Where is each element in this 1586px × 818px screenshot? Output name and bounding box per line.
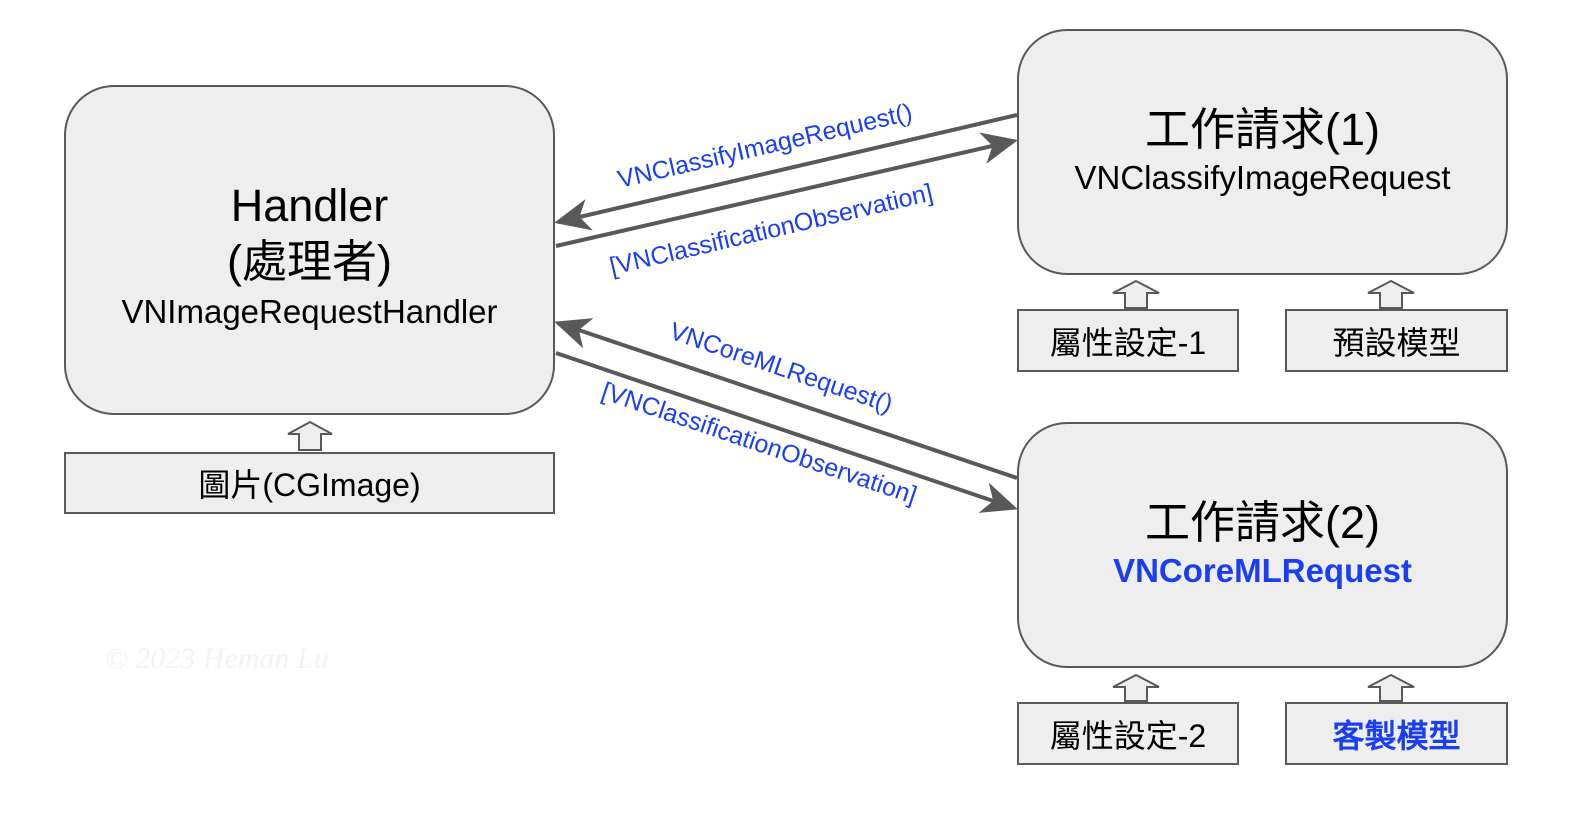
request2-model-label: 客製模型 bbox=[1332, 717, 1461, 754]
handler-box: Handler (處理者) VNImageRequestHandler bbox=[64, 85, 555, 415]
request1-call-arrow bbox=[554, 113, 1018, 231]
handler-subtitle: (處理者) bbox=[227, 236, 392, 287]
request1-property-box: 屬性設定-1 bbox=[1017, 309, 1239, 372]
request1-model-box: 預設模型 bbox=[1285, 309, 1508, 372]
request1-property-arrow-icon bbox=[1112, 279, 1160, 309]
request1-title: 工作請求(1) bbox=[1145, 104, 1380, 155]
request2-box: 工作請求(2) VNCoreMLRequest bbox=[1017, 422, 1508, 668]
request1-model-label: 預設模型 bbox=[1332, 324, 1461, 361]
request2-class-name: VNCoreMLRequest bbox=[1113, 552, 1412, 589]
handler-input-arrow-icon bbox=[287, 420, 333, 451]
request2-model-box: 客製模型 bbox=[1285, 702, 1508, 765]
request1-box: 工作請求(1) VNClassifyImageRequest bbox=[1017, 29, 1508, 275]
request1-call-label: VNClassifyImageRequest() bbox=[615, 98, 915, 194]
request2-call-arrow bbox=[554, 318, 1018, 480]
request1-model-arrow-icon bbox=[1367, 279, 1415, 309]
request2-title: 工作請求(2) bbox=[1145, 497, 1380, 548]
request1-class-name: VNClassifyImageRequest bbox=[1074, 159, 1451, 196]
request1-result-arrow bbox=[555, 132, 1018, 248]
request2-result-arrow bbox=[555, 351, 1018, 513]
request2-property-box: 屬性設定-2 bbox=[1017, 702, 1239, 765]
request2-property-label: 屬性設定-2 bbox=[1049, 717, 1207, 754]
image-input-box: 圖片(CGImage) bbox=[64, 452, 555, 514]
request2-property-arrow-icon bbox=[1112, 673, 1160, 702]
copyright-watermark: © 2023 Heman Lu bbox=[105, 642, 329, 675]
request1-result-label: [VNClassificationObservation] bbox=[607, 179, 935, 281]
handler-title: Handler bbox=[230, 180, 389, 231]
request1-property-label: 屬性設定-1 bbox=[1049, 324, 1207, 361]
request2-model-arrow-icon bbox=[1367, 673, 1415, 702]
image-input-label: 圖片(CGImage) bbox=[198, 467, 421, 503]
handler-class-name: VNImageRequestHandler bbox=[121, 293, 498, 330]
